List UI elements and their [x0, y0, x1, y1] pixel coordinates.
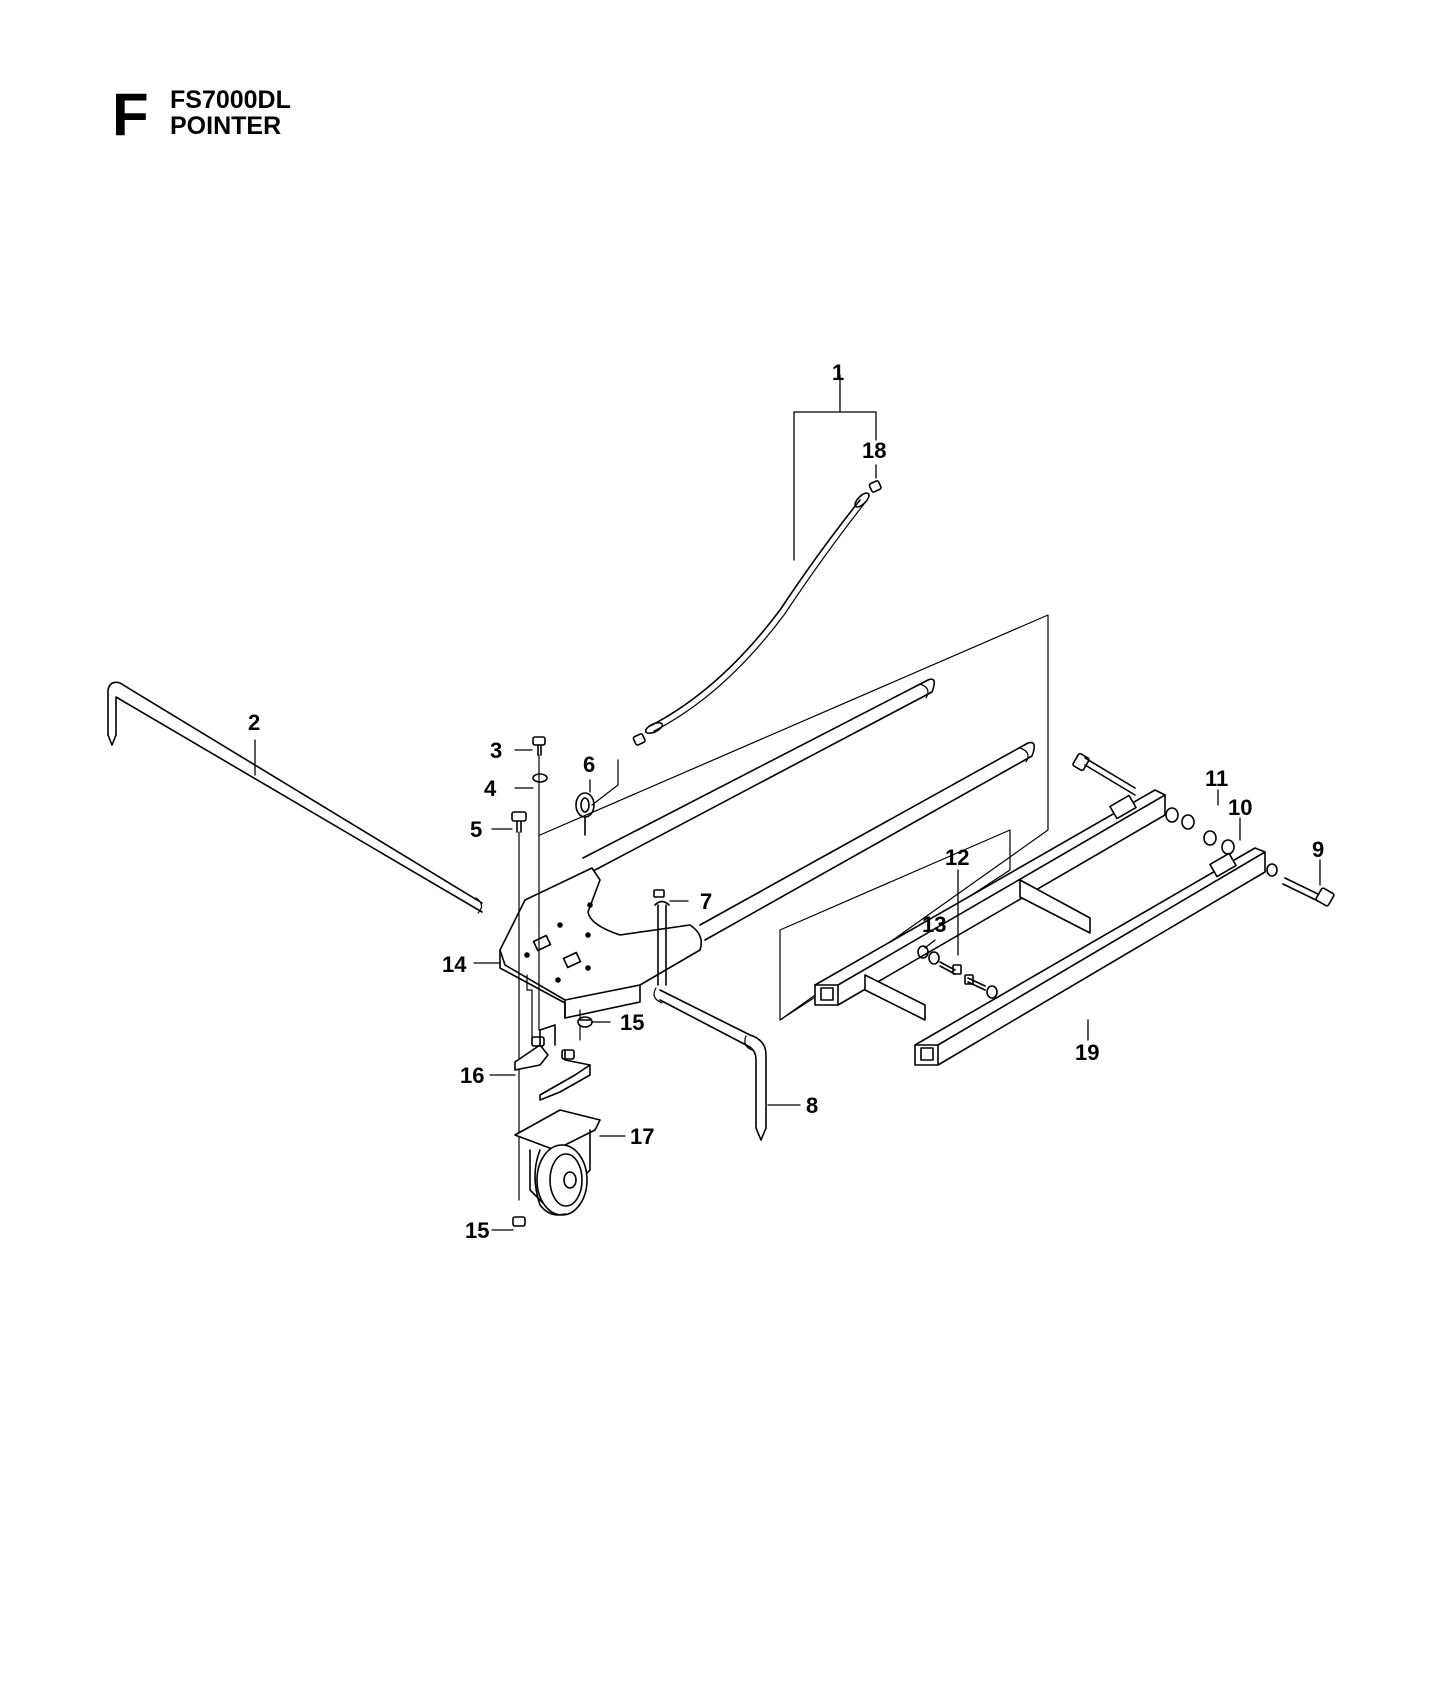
- callout-16: 16: [460, 1063, 484, 1088]
- callout-9: 9: [1312, 837, 1324, 862]
- rail-backdrop-plane: [539, 614, 1049, 1021]
- bolt-5: [511, 811, 527, 1201]
- leader-lines: [254, 374, 1321, 1231]
- wire-cable: [632, 480, 882, 746]
- callout-3: 3: [490, 738, 502, 763]
- caster-wheel: [514, 1109, 601, 1216]
- callout-17: 17: [630, 1124, 654, 1149]
- lower-rail: [699, 741, 1036, 941]
- callout-7: 7: [700, 889, 712, 914]
- callout-8: 8: [806, 1093, 818, 1118]
- base-plate: [499, 867, 703, 1019]
- callout-19: 19: [1075, 1040, 1099, 1065]
- model-name: FS7000DL: [170, 86, 291, 114]
- bolt-3: [532, 736, 546, 1031]
- callout-10: 10: [1228, 795, 1252, 820]
- callout-14: 14: [442, 952, 467, 977]
- nut-15-lower: [512, 1216, 526, 1227]
- callout-18: 18: [862, 438, 886, 463]
- callout-6: 6: [583, 752, 595, 777]
- callout-1: 1: [832, 360, 844, 385]
- callout-4: 4: [484, 776, 497, 801]
- pointer-rod: [107, 681, 483, 914]
- callout-15-upper: 15: [620, 1010, 644, 1035]
- pointer-rod-lower: [653, 987, 767, 1141]
- section-letter: F: [112, 81, 149, 148]
- page-title: POINTER: [170, 112, 282, 140]
- bolt-7: [653, 889, 665, 898]
- locking-pin: [654, 900, 670, 986]
- upper-rail: [582, 678, 936, 871]
- callout-5: 5: [470, 817, 482, 842]
- washer-4: [532, 773, 548, 783]
- bracket-16: [514, 974, 591, 1101]
- support-frame: [814, 752, 1335, 1066]
- callout-15-lower: 15: [465, 1218, 489, 1243]
- eye-bolt: [575, 759, 619, 836]
- callout-11: 11: [1205, 766, 1228, 791]
- callout-labels: 1 18 2 3 4 5 6 7 14 15 16 17 15 8 11 10 …: [248, 360, 1324, 1243]
- callout-12: 12: [945, 845, 969, 870]
- callout-2: 2: [248, 710, 260, 735]
- frame-backdrop-plane: [779, 829, 1011, 1021]
- callout-13: 13: [922, 912, 946, 937]
- nut-15-upper: [577, 1016, 593, 1028]
